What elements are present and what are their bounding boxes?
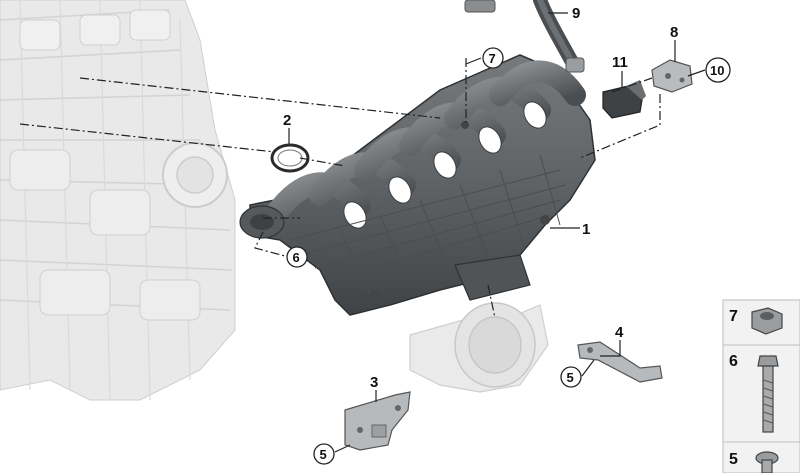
throttle-body bbox=[409, 302, 549, 393]
vent-hose bbox=[464, 0, 585, 73]
nut-icon bbox=[751, 307, 783, 335]
legend-label-5: 5 bbox=[729, 451, 738, 468]
callout-8: 8 bbox=[670, 24, 678, 41]
callout-7: 7 bbox=[482, 47, 504, 69]
intake-manifold bbox=[239, 54, 596, 316]
engine-block bbox=[0, 0, 236, 401]
svg-text:10: 10 bbox=[710, 63, 724, 78]
bracket-part-4 bbox=[577, 341, 663, 383]
callout-6: 6 bbox=[286, 246, 308, 268]
callout-2: 2 bbox=[283, 112, 291, 129]
svg-text:5: 5 bbox=[320, 447, 327, 462]
svg-text:5: 5 bbox=[567, 370, 574, 385]
callout-5a: 5 bbox=[560, 366, 582, 388]
bracket-part-8 bbox=[651, 59, 693, 93]
callout-4: 4 bbox=[615, 324, 624, 341]
leader-lines bbox=[288, 12, 706, 453]
bracket-part-3 bbox=[344, 391, 411, 451]
callout-10: 10 bbox=[705, 57, 731, 83]
svg-text:6: 6 bbox=[293, 250, 300, 265]
bolt-icon bbox=[757, 355, 779, 433]
callout-11: 11 bbox=[612, 54, 628, 71]
callout-5b: 5 bbox=[313, 443, 335, 465]
assembly-lines bbox=[19, 58, 661, 319]
fastener-legend: 7 6 5 bbox=[722, 299, 800, 473]
callout-9: 9 bbox=[572, 5, 580, 22]
legend-label-6: 6 bbox=[729, 353, 738, 370]
screw-icon bbox=[755, 451, 779, 473]
svg-text:7: 7 bbox=[489, 51, 496, 66]
callout-3: 3 bbox=[370, 374, 378, 391]
legend-label-7: 7 bbox=[729, 308, 738, 325]
callout-1: 1 bbox=[582, 221, 590, 238]
sensor-part bbox=[602, 80, 646, 119]
